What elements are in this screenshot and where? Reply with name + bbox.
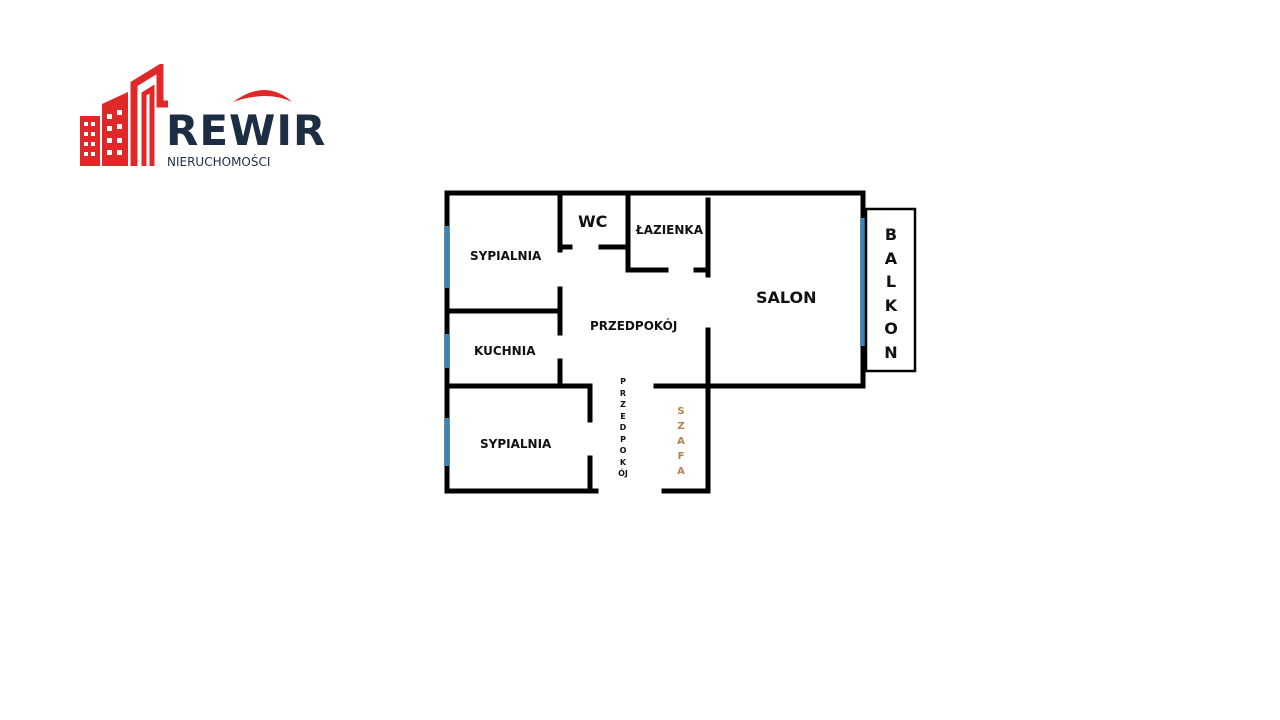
swoosh-icon [233, 90, 292, 102]
room-label-hall-vertical: PRZEDPOKÓJ [618, 377, 628, 478]
building-logo-icon [80, 64, 168, 166]
room-label-salon: SALON [756, 288, 817, 307]
logo-tagline: NIERUCHOMOŚCI [167, 155, 271, 169]
room-label-balcony: BALKON [884, 225, 898, 362]
balcony-outline [864, 207, 917, 373]
room-label-wardrobe: SZAFA [677, 406, 685, 477]
room-label-hall: PRZEDPOKÓJ [590, 319, 678, 333]
room-label-wc: WC [578, 212, 608, 231]
room-label-bathroom: ŁAZIENKA [636, 223, 703, 237]
logo-wordmark: REWIR [166, 106, 327, 155]
room-label-kitchen: KUCHNIA [474, 344, 536, 358]
room-label-bedroom-top: SYPIALNIA [470, 249, 542, 263]
company-logo [78, 64, 338, 174]
windows [445, 218, 865, 466]
room-label-bedroom-bottom: SYPIALNIA [480, 437, 552, 451]
